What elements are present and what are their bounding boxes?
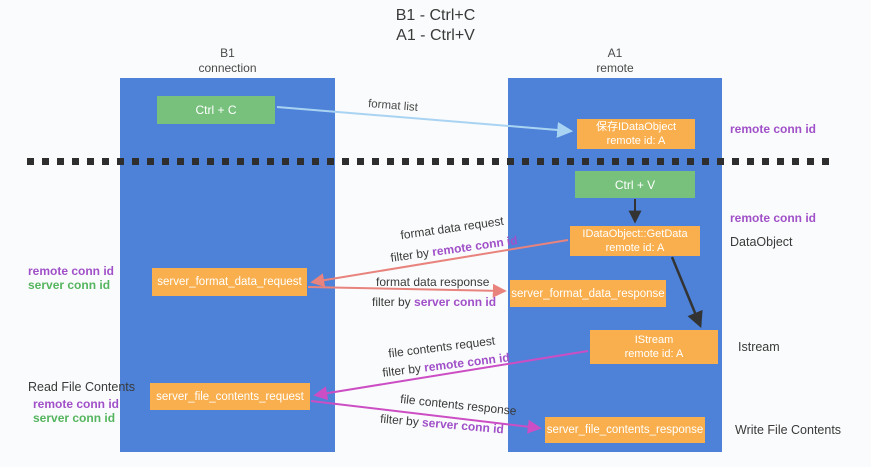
ctrl-c-node: Ctrl + C (157, 96, 275, 124)
getdata-line2: remote id: A (605, 242, 665, 254)
istream-line2: remote id: A (624, 348, 684, 360)
server-file-contents-response-node: server_file_contents_response (545, 417, 705, 443)
filter-by-text: filter by (389, 245, 434, 265)
remote-conn-id-annotation-top: remote conn id (730, 122, 817, 136)
ctrl-v-label: Ctrl + V (614, 177, 656, 192)
server-format-data-response-node: server_format_data_response (510, 280, 666, 307)
read-file-contents-annotation: Read File Contents (28, 380, 136, 394)
server-file-contents-response-label: server_file_contents_response (546, 424, 704, 436)
filter-by-text: filter by (372, 295, 415, 309)
title-line-1: B1 - Ctrl+C (395, 7, 476, 24)
ctrl-c-label: Ctrl + C (195, 103, 237, 117)
column-header-b1: B1 connection (120, 46, 335, 76)
left-bottom-remote-conn-id-annotation: remote conn id (33, 397, 120, 411)
diagram-title: B1 - Ctrl+C A1 - Ctrl+V (0, 6, 871, 46)
istream-node: IStream remote id: A (590, 330, 718, 364)
filter-by-text: filter by (381, 360, 426, 380)
column-a1-role: remote (596, 61, 634, 75)
write-file-contents-annotation: Write File Contents (735, 423, 842, 437)
idataobject-getdata-node: IDataObject::GetData remote id: A (570, 226, 700, 256)
left-server-conn-id-annotation: server conn id (28, 278, 111, 292)
server-file-contents-request-node: server_file_contents_request (150, 383, 310, 410)
remote-conn-id-annotation-mid: remote conn id (730, 211, 817, 225)
separator-dashed-line (27, 158, 830, 165)
filter-by-text: filter by (379, 411, 423, 430)
column-a1-name: A1 (607, 46, 623, 60)
dataobject-annotation: DataObject (730, 235, 793, 249)
remote-conn-id-text: remote conn id (431, 233, 519, 259)
server-format-data-request-label: server_format_data_request (157, 276, 302, 288)
format-list-label: format list (367, 98, 419, 114)
istream-line1: IStream (634, 334, 674, 346)
column-b1-name: B1 (220, 46, 235, 60)
server-format-data-request-node: server_format_data_request (152, 268, 307, 296)
left-bottom-server-conn-id-annotation: server conn id (33, 411, 116, 425)
format-data-response-filter-label: filter by server conn id (372, 295, 496, 309)
format-data-response-label: format data response (376, 275, 490, 289)
column-header-a1: A1 remote (508, 46, 722, 76)
save-idataobject-line1: 保存IDataObject (595, 121, 677, 133)
server-format-data-response-label: server_format_data_response (511, 287, 665, 300)
server-file-contents-request-label: server_file_contents_request (156, 390, 304, 403)
server-conn-id-text: server conn id (414, 295, 497, 309)
left-remote-conn-id-annotation: remote conn id (28, 264, 115, 278)
server-conn-id-text: server conn id (421, 415, 505, 437)
getdata-line1: IDataObject::GetData (582, 228, 688, 240)
ctrl-v-node: Ctrl + V (575, 171, 695, 198)
save-idataobject-node: 保存IDataObject remote id: A (577, 119, 695, 149)
file-contents-response-filter-label: filter by server conn id (380, 412, 505, 437)
column-b1-role: connection (198, 61, 257, 75)
title-line-2: A1 - Ctrl+V (396, 27, 475, 44)
istream-annotation: Istream (738, 340, 780, 354)
save-idataobject-line2: remote id: A (606, 135, 666, 147)
